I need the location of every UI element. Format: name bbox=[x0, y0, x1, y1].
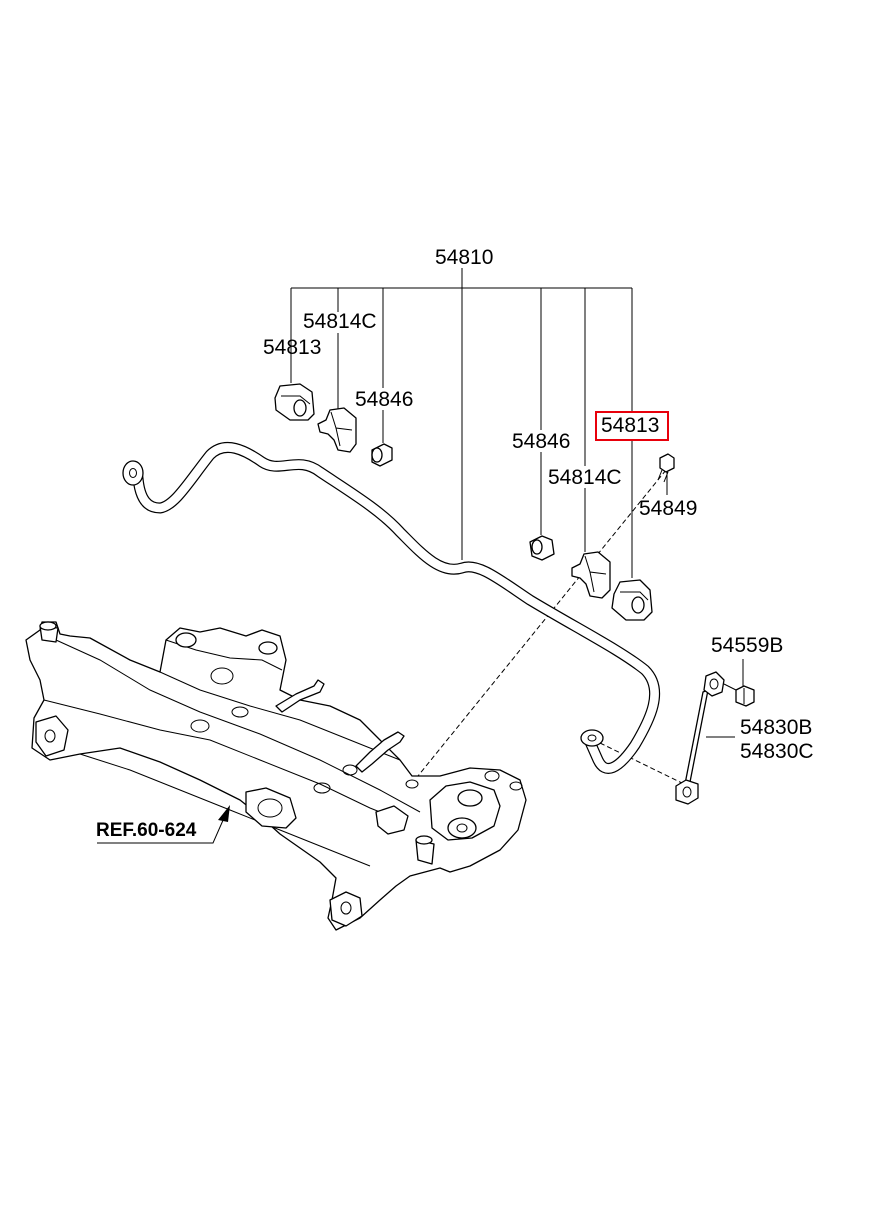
stabilizer-link bbox=[675, 671, 737, 805]
bushing-left bbox=[274, 383, 315, 421]
label-54846-right: 54846 bbox=[512, 430, 570, 453]
highlight-box bbox=[595, 411, 669, 441]
label-54810: 54810 bbox=[435, 246, 493, 269]
label-54849: 54849 bbox=[639, 497, 697, 520]
assembly-dash-lines bbox=[391, 469, 687, 809]
bushing-right bbox=[611, 579, 653, 621]
collar-left bbox=[371, 443, 393, 467]
label-54814c-right: 54814C bbox=[548, 466, 622, 489]
bolt bbox=[657, 453, 675, 483]
label-ref-60-624: REF.60-624 bbox=[96, 820, 197, 841]
label-54559b: 54559B bbox=[711, 634, 783, 657]
label-54846-left: 54846 bbox=[355, 388, 413, 411]
label-54830b: 54830B bbox=[740, 716, 812, 739]
subframe-crossmember bbox=[25, 621, 527, 931]
label-54814c-left: 54814C bbox=[303, 310, 377, 333]
labels: 54810 54814C 54813 54846 54846 54814C 54… bbox=[96, 246, 814, 841]
label-54813-right: 54813 bbox=[601, 414, 659, 437]
stabilizer-bar bbox=[122, 441, 660, 774]
bracket-left bbox=[317, 407, 357, 453]
label-54830c: 54830C bbox=[740, 740, 814, 763]
collar-right bbox=[529, 535, 555, 561]
bar-left-eye bbox=[122, 460, 144, 486]
bracket-right bbox=[571, 551, 611, 599]
bar-right-eye bbox=[580, 729, 604, 747]
nut bbox=[735, 685, 755, 707]
callout-lines bbox=[97, 268, 744, 844]
label-54813-left: 54813 bbox=[263, 336, 321, 359]
